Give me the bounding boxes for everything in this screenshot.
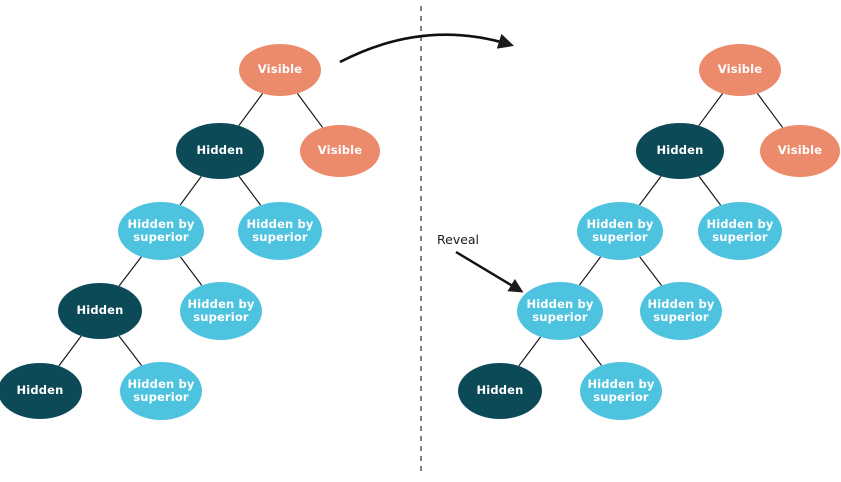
tree-edge — [118, 335, 143, 366]
tree-node-hidden-by-superior[interactable]: Hidden by superior — [698, 202, 782, 260]
tree-edge — [638, 175, 662, 206]
tree-edge — [118, 256, 142, 287]
tree-edge — [756, 93, 784, 128]
tree-node-hidden-by-superior[interactable]: Hidden by superior — [238, 202, 322, 260]
tree-edge — [238, 93, 264, 127]
tree-edge — [296, 93, 324, 128]
tree-edge — [238, 175, 262, 206]
tree-node-visible[interactable]: Visible — [760, 125, 840, 177]
tree-node-hidden[interactable]: Hidden — [458, 363, 542, 419]
tree-node-hidden[interactable]: Hidden — [58, 283, 142, 339]
tree-node-hidden[interactable]: Hidden — [636, 123, 724, 179]
tree-node-hidden[interactable]: Hidden — [176, 123, 264, 179]
tree-node-hidden-by-superior[interactable]: Hidden by superior — [180, 282, 262, 340]
tree-node-visible[interactable]: Visible — [300, 125, 380, 177]
tree-node-hidden[interactable]: Hidden — [0, 363, 82, 419]
tree-edge — [518, 336, 542, 367]
tree-edge — [179, 256, 203, 286]
tree-node-hidden-by-superior[interactable]: Hidden by superior — [118, 202, 204, 260]
tree-node-visible[interactable]: Visible — [239, 44, 321, 96]
tree-edge — [179, 175, 202, 206]
tree-edge — [58, 335, 82, 367]
tree-edge — [698, 93, 724, 127]
tree-node-hidden-by-superior[interactable]: Hidden by superior — [577, 202, 663, 260]
transform-arrow — [339, 33, 514, 64]
tree-edge — [639, 256, 663, 286]
tree-edge — [698, 175, 722, 206]
tree-node-hidden-by-superior[interactable]: Hidden by superior — [640, 282, 722, 340]
tree-node-hidden-by-superior[interactable]: Hidden by superior — [517, 282, 603, 340]
tree-node-visible[interactable]: Visible — [699, 44, 781, 96]
reveal-label: Reveal — [437, 232, 480, 247]
tree-edge — [578, 256, 602, 286]
tree-edge — [579, 336, 603, 366]
tree-node-hidden-by-superior[interactable]: Hidden by superior — [580, 362, 662, 420]
reveal-arrow — [455, 250, 524, 293]
tree-node-hidden-by-superior[interactable]: Hidden by superior — [120, 362, 202, 420]
